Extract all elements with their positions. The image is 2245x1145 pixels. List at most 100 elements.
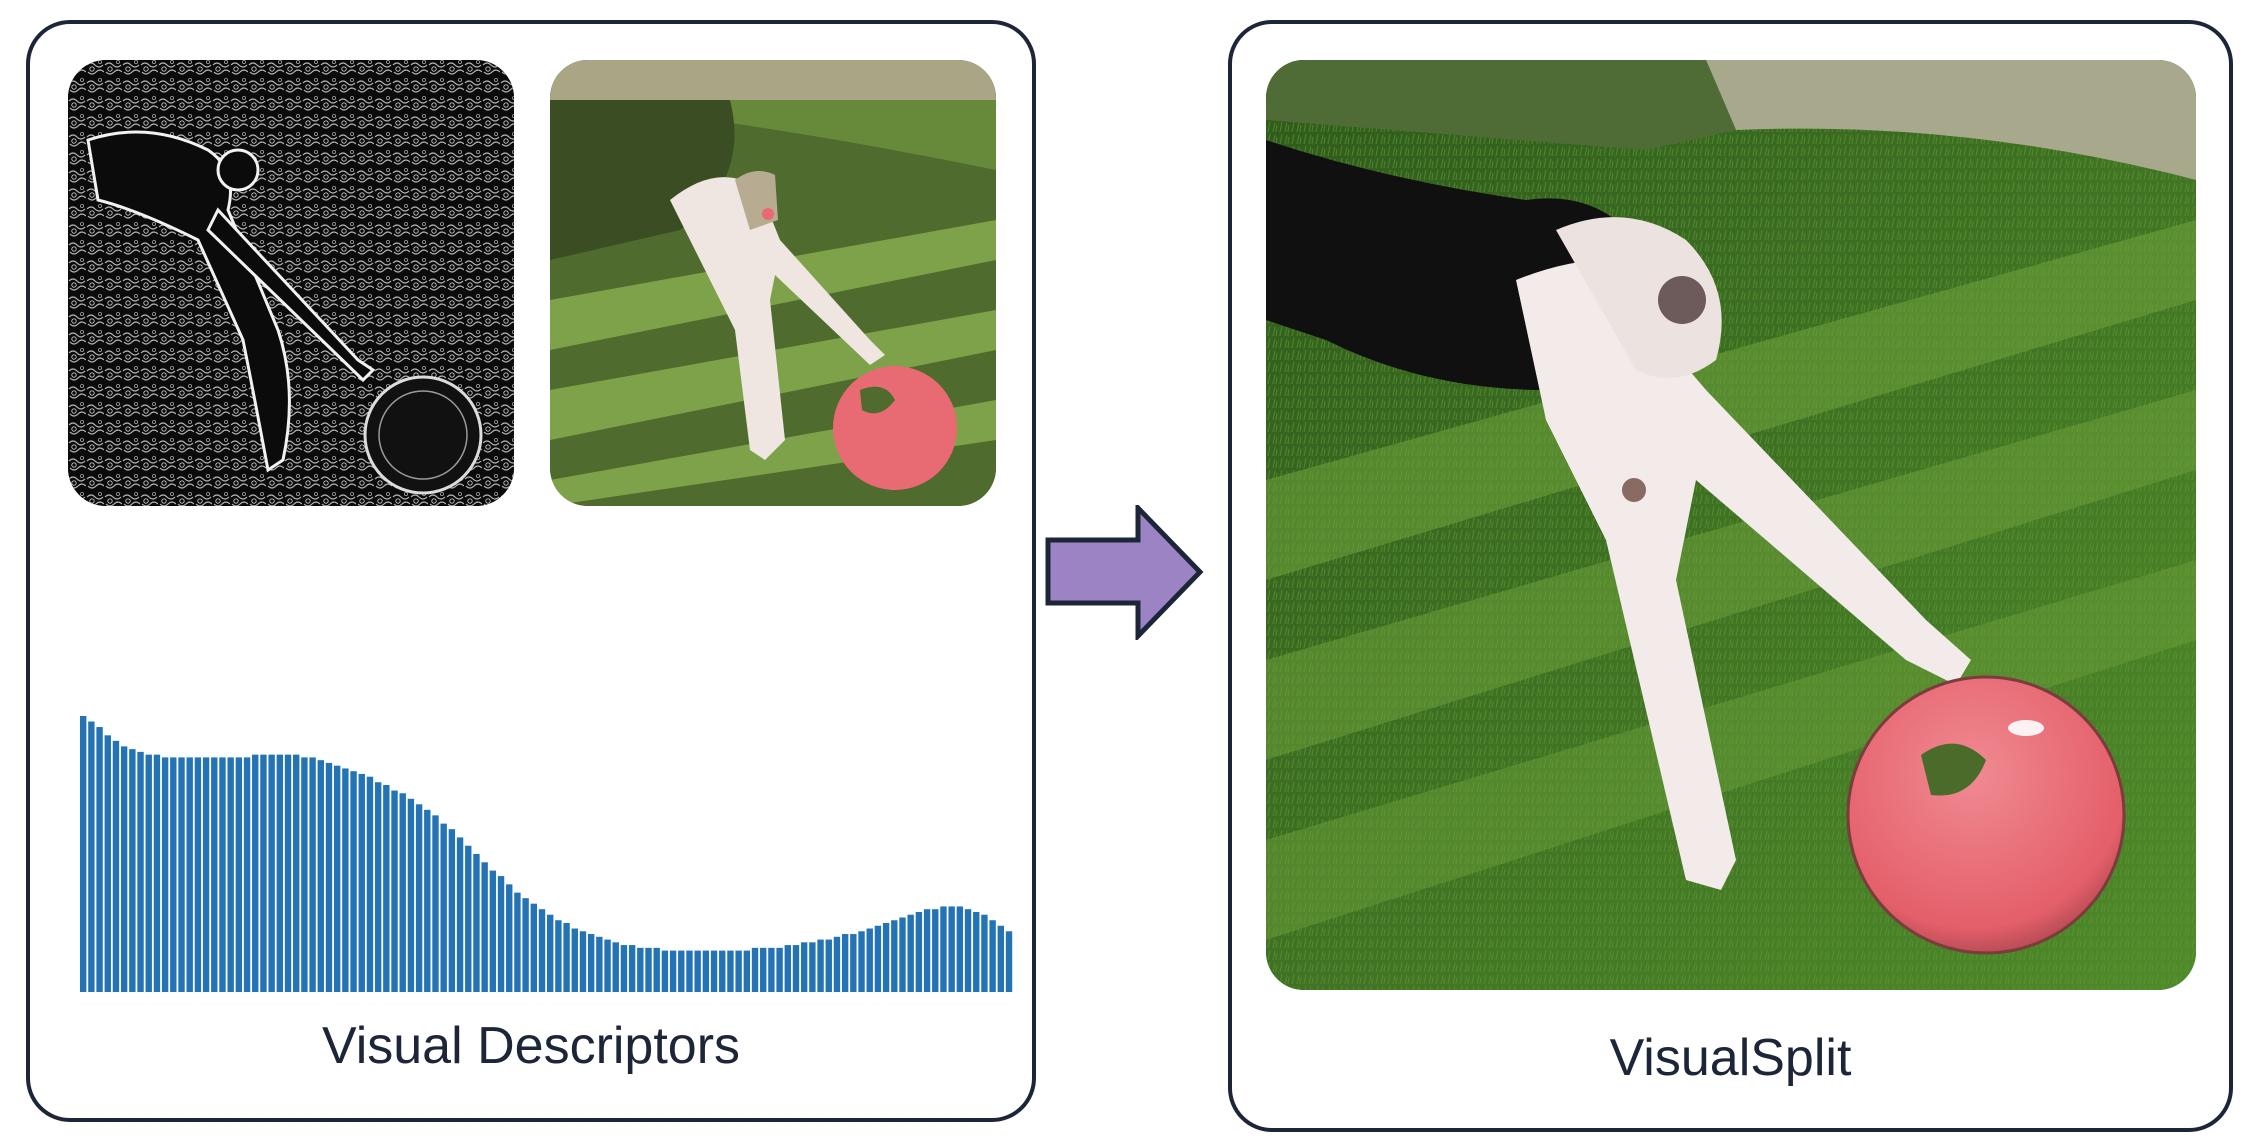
histogram-bar — [760, 947, 767, 992]
histogram-bar — [579, 931, 587, 992]
histogram-bar — [841, 934, 849, 992]
histogram-bar — [522, 898, 529, 992]
histogram-bar — [907, 914, 914, 992]
histogram-bar — [506, 884, 513, 992]
histogram-bar — [481, 862, 488, 992]
histogram-bar — [997, 925, 1004, 992]
histogram-bar — [161, 757, 169, 992]
histogram-bar — [735, 950, 742, 992]
histogram-bar — [751, 947, 759, 992]
histogram-bar — [342, 768, 349, 992]
histogram-bar — [637, 947, 644, 992]
histogram-bar — [866, 928, 873, 992]
histogram-bar — [948, 906, 955, 992]
histogram-bar — [317, 760, 324, 992]
histogram-bar — [80, 716, 87, 992]
histogram-bar — [301, 757, 308, 992]
histogram-bar — [489, 870, 497, 992]
histogram-bar — [817, 939, 824, 992]
histogram-bar — [555, 920, 562, 992]
histogram-bar — [424, 809, 431, 992]
histogram-bar — [669, 950, 677, 992]
histogram-bar — [284, 754, 292, 992]
histogram-bar — [440, 823, 447, 992]
histogram-bar — [350, 771, 357, 992]
visualsplit-panel: VisualSplit — [1228, 20, 2233, 1132]
histogram-bar — [112, 740, 120, 992]
histogram-bar — [686, 950, 693, 992]
histogram-bar — [538, 909, 546, 992]
histogram-bar — [809, 942, 816, 992]
histogram-bar — [940, 906, 947, 992]
histogram-bar — [792, 945, 800, 992]
histogram-bar — [899, 917, 906, 992]
histogram-bar — [260, 754, 267, 992]
histogram-bar — [833, 936, 841, 992]
histogram-bar — [194, 757, 202, 992]
reconstructed-dog-photo — [1266, 60, 2196, 990]
right-arrow-icon — [1045, 505, 1204, 640]
histogram-bar — [547, 914, 554, 992]
histogram-bar — [874, 925, 882, 992]
histogram-bar — [399, 793, 406, 992]
histogram-bar — [178, 757, 185, 992]
histogram-bar — [850, 934, 857, 992]
histogram-bar — [776, 947, 783, 992]
edge-map-image — [68, 60, 514, 506]
histogram-bar — [235, 757, 243, 992]
color-segmentation-image — [550, 60, 996, 506]
histogram-bar — [563, 923, 570, 992]
histogram-bar — [243, 757, 251, 992]
histogram-bar — [448, 829, 456, 992]
visual-descriptors-panel: Visual Descriptors — [26, 20, 1036, 1122]
histogram-bar — [530, 903, 537, 992]
histogram-bar — [415, 804, 423, 992]
histogram-bar — [170, 757, 177, 992]
histogram-bar — [571, 928, 578, 992]
histogram-bar — [268, 754, 275, 992]
histogram-bar — [374, 782, 382, 992]
histogram-bar — [604, 939, 611, 992]
histogram-bar — [1005, 931, 1013, 992]
histogram-bar — [219, 757, 226, 992]
histogram-bar — [858, 931, 865, 992]
histogram-bar — [800, 942, 808, 992]
histogram-bar — [211, 757, 218, 992]
histogram-bar — [358, 773, 365, 992]
histogram-bar — [153, 754, 161, 992]
histogram-bar — [227, 757, 234, 992]
histogram-bar — [825, 939, 832, 992]
histogram-bar — [710, 950, 718, 992]
histogram-bar — [612, 942, 619, 992]
histogram-bar — [727, 950, 734, 992]
histogram-bar — [932, 909, 939, 992]
histogram-bar — [309, 757, 316, 992]
histogram-bar — [104, 735, 111, 992]
histogram-bar — [973, 911, 980, 992]
histogram-bar — [202, 757, 210, 992]
histogram-bar — [702, 950, 710, 992]
histogram-bar — [694, 950, 701, 992]
histogram-bar — [88, 721, 95, 992]
histogram-bar — [653, 947, 660, 992]
histogram-bar — [956, 906, 964, 992]
histogram-bar — [768, 947, 775, 992]
histogram-bar — [407, 798, 415, 992]
histogram-chart — [80, 716, 1013, 992]
histogram-bar — [293, 754, 300, 992]
histogram-bar — [333, 765, 341, 992]
histogram-bar — [620, 945, 628, 992]
histogram-bar — [964, 909, 972, 992]
histogram-bar — [473, 854, 480, 992]
histogram-bar — [497, 876, 505, 992]
histogram-bar — [628, 945, 636, 992]
histogram-bar — [743, 950, 751, 992]
histogram-bar — [719, 950, 726, 992]
histogram-bar — [456, 837, 464, 992]
right-panel-caption: VisualSplit — [1609, 1029, 1852, 1087]
histogram-bar — [96, 727, 103, 992]
histogram-bar — [325, 762, 333, 992]
histogram-bar — [784, 945, 791, 992]
histogram-bar — [989, 920, 996, 992]
histogram-bar — [120, 746, 128, 992]
